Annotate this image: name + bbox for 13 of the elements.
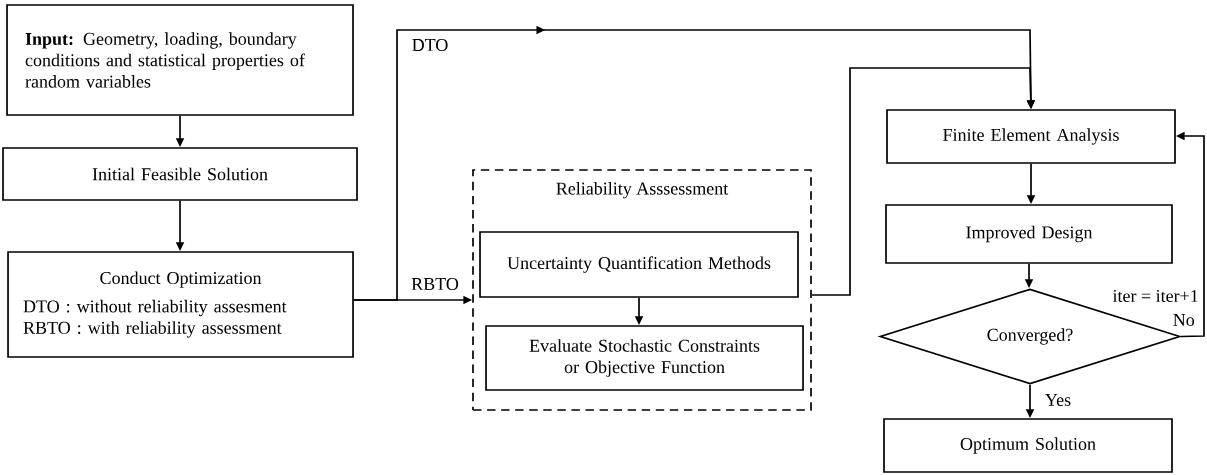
process-box: Initial Feasible Solution [2, 147, 358, 201]
process-box: Input: Geometry, loading, boundary conditions and statistical properties of random variables [6, 4, 354, 116]
process-box: Finite Element Analysis [886, 109, 1176, 164]
edge-label: RBTO [409, 276, 461, 292]
arrow [353, 25, 1036, 301]
process-box: Optimum Solution [883, 418, 1173, 473]
edge-label: Yes [1043, 392, 1073, 408]
edge-label: DTO [410, 37, 450, 53]
arrow [811, 67, 1036, 296]
process-box: Conduct Optimization DTO : without reliability assesment RBTO : with reliability assessment [7, 251, 354, 358]
process-box: Uncertainty Quantification Methods [479, 231, 799, 298]
process-box: Improved Design [885, 204, 1173, 264]
process-box: Evaluate Stochastic Constraints or Objective Function [485, 325, 804, 391]
